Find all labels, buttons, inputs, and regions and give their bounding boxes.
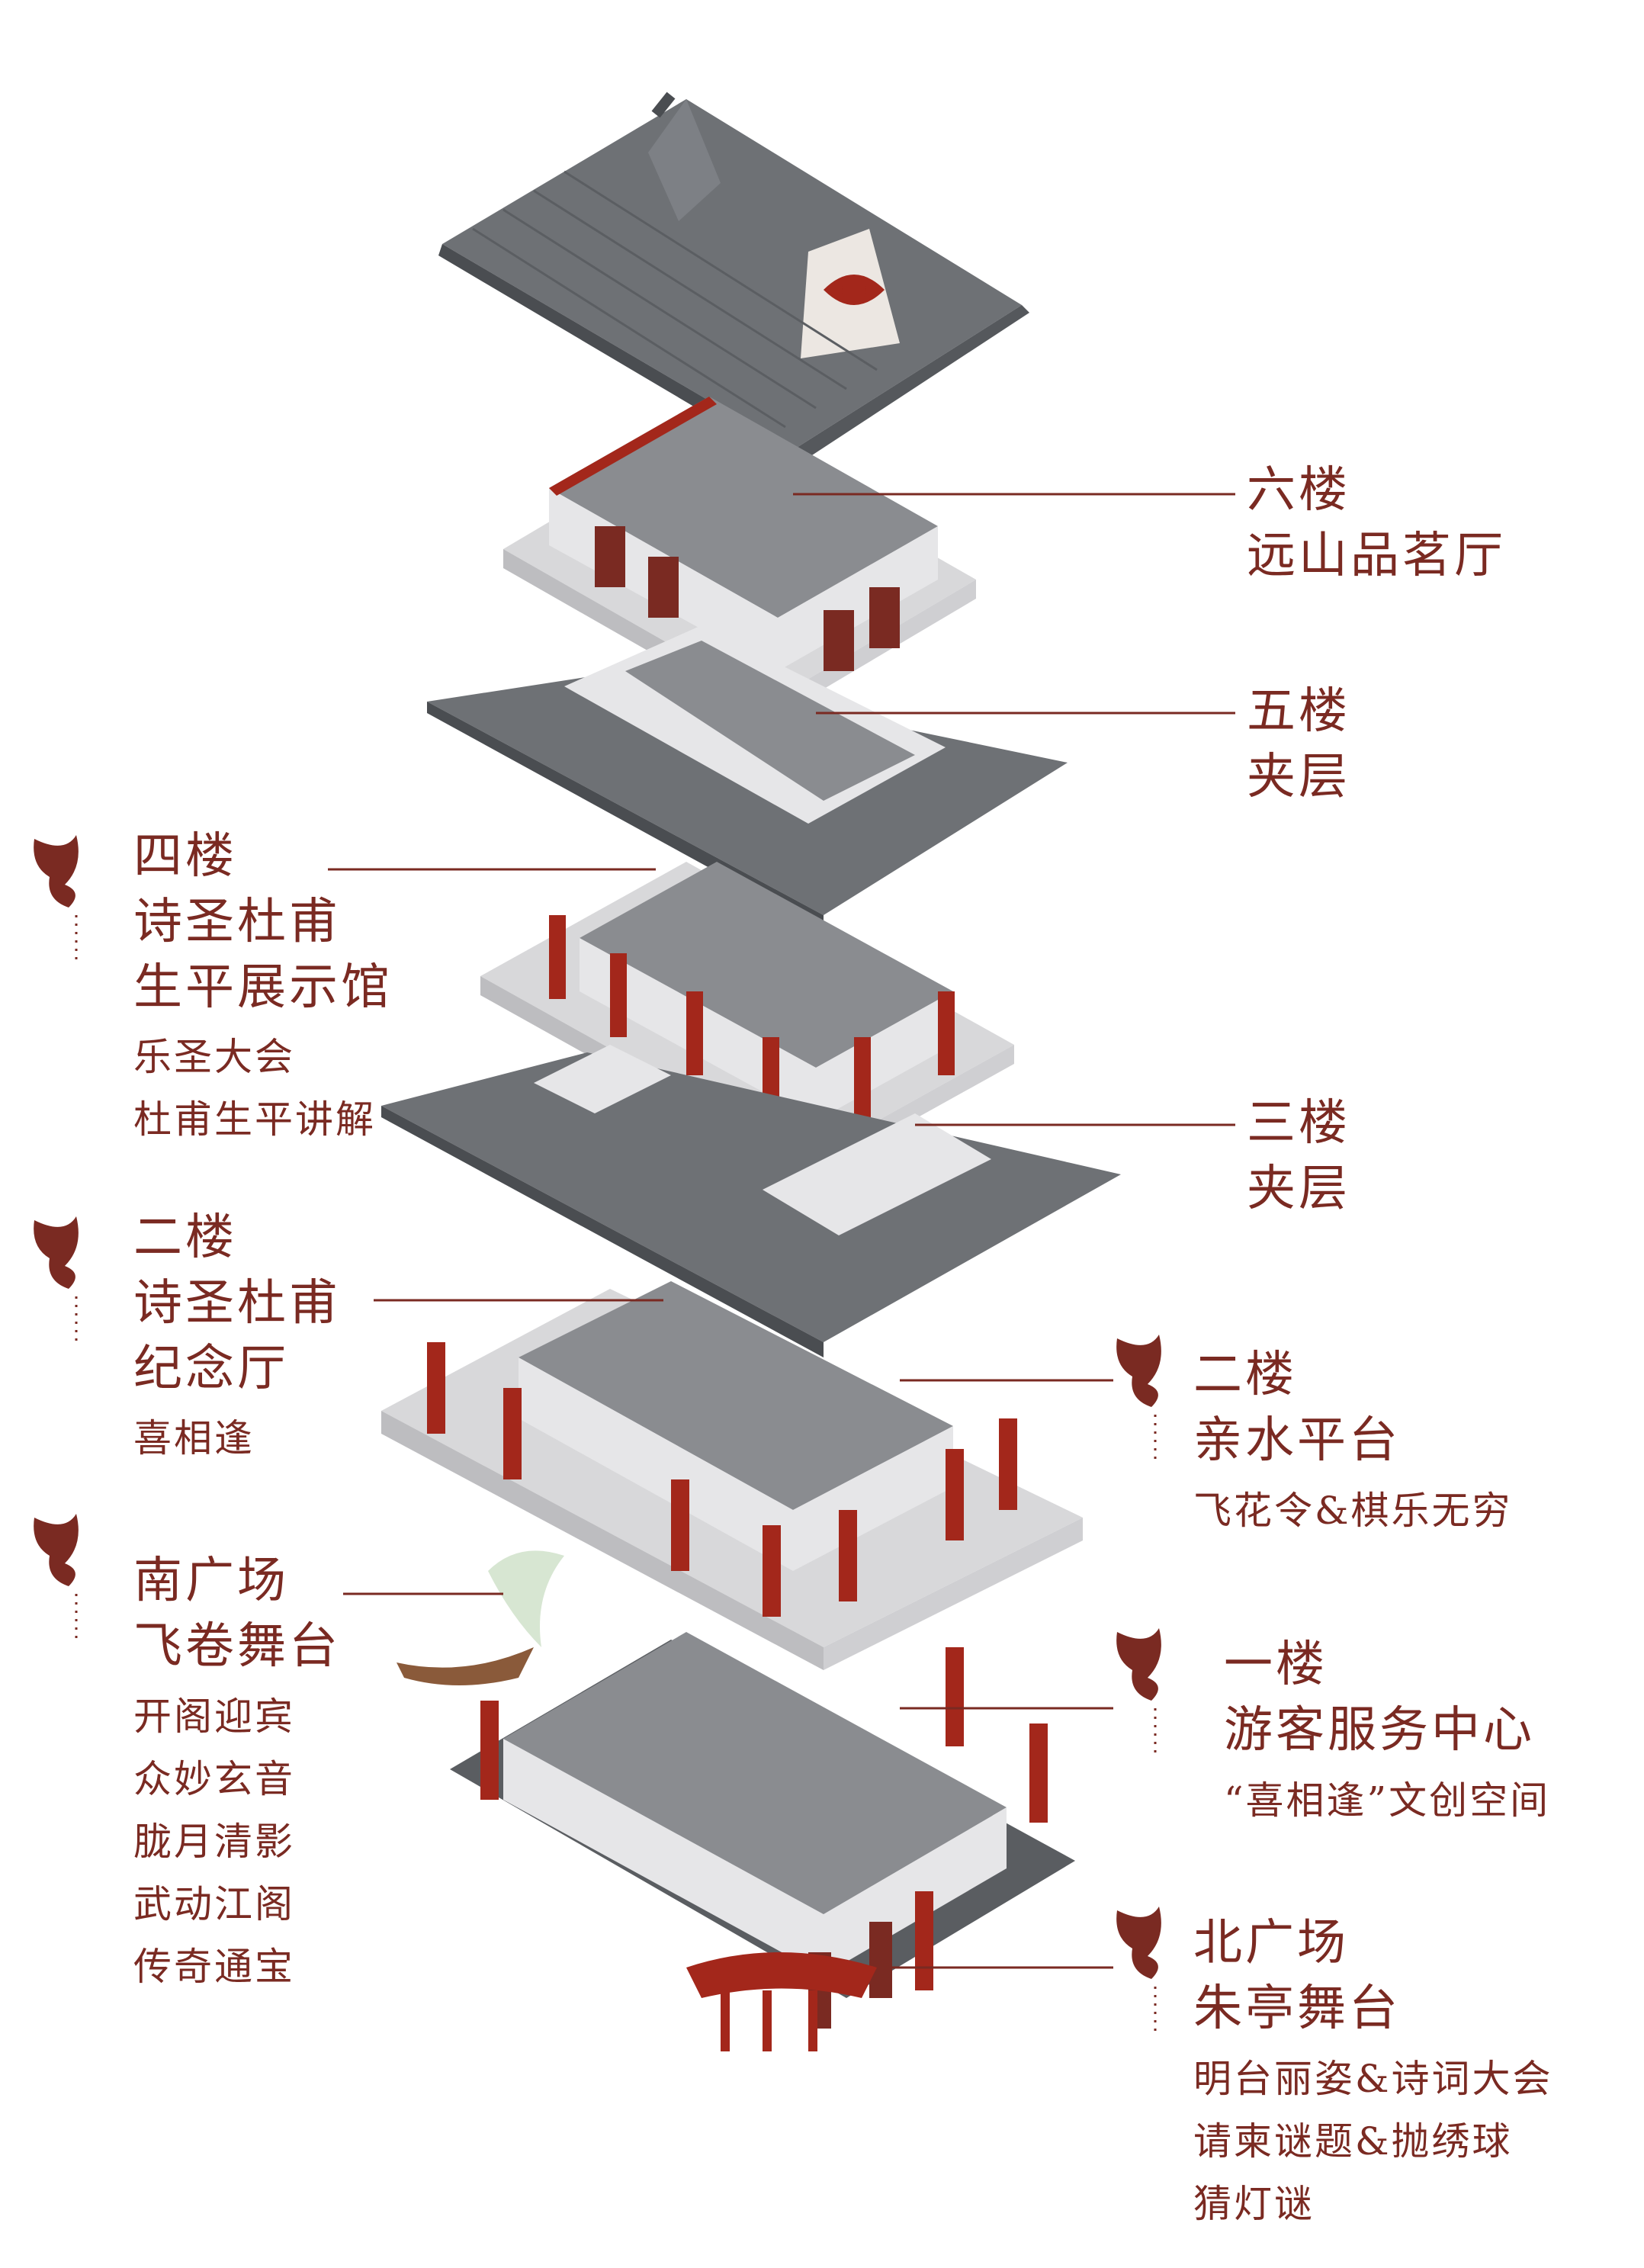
south-plaza-event-1: 开阁迎宾	[133, 1695, 295, 1739]
floor6-title: 六楼	[1247, 462, 1350, 519]
floor2-platform-event-1: 飞花令&棋乐无穷	[1193, 1489, 1513, 1533]
south-plaza-name: 飞卷舞台	[133, 1618, 341, 1675]
ribbon-icon-floor4	[34, 835, 79, 908]
ribbon-icon-platform	[1116, 1335, 1161, 1407]
floor2-hall-name-line2: 纪念厅	[133, 1341, 289, 1397]
floor6-name: 远山品茗厅	[1247, 528, 1506, 584]
flying-scroll-stage	[397, 1550, 564, 1685]
floor1-name: 游客服务中心	[1224, 1702, 1535, 1759]
floor5-name: 夹层	[1247, 749, 1350, 805]
floor1-title: 一楼	[1224, 1637, 1328, 1693]
ribbon-icon-floor1	[1116, 1628, 1161, 1701]
floor4-event-1: 乐圣大会	[133, 1035, 295, 1079]
floor4-name-line1: 诗圣杜甫	[133, 894, 341, 950]
floor4-event-2: 杜甫生平讲解	[133, 1097, 376, 1142]
floor5-title: 五楼	[1247, 683, 1350, 740]
south-plaza-event-5: 传奇通宝	[133, 1945, 295, 1989]
floor4-title: 四楼	[133, 828, 237, 885]
ribbon-icon-floor2	[34, 1216, 79, 1289]
floor2-platform-title: 二楼	[1193, 1347, 1297, 1403]
south-plaza-event-3: 胧月清影	[133, 1820, 295, 1864]
north-plaza-name: 朱亭舞台	[1193, 1980, 1401, 2037]
ribbon-icon-north	[1116, 1907, 1161, 1979]
floor3-eave	[381, 1045, 1121, 1357]
top-roof	[438, 92, 1029, 465]
north-plaza-event-2: 请柬谜题&抛绣球	[1193, 2119, 1513, 2164]
floor3-title: 三楼	[1247, 1095, 1350, 1152]
floor4-name-line2: 生平展示馆	[133, 959, 393, 1016]
floor2-platform-name: 亲水平台	[1193, 1412, 1401, 1469]
floor1-block	[450, 1632, 1075, 2029]
south-plaza-event-4: 武动江阁	[133, 1882, 295, 1926]
north-plaza-event-1: 明台丽姿&诗词大会	[1193, 2057, 1553, 2101]
south-plaza-event-2: 众妙玄音	[133, 1757, 295, 1801]
north-plaza-title: 北广场	[1193, 1915, 1349, 1971]
floor2-hall-event-1: 喜相逢	[133, 1416, 255, 1460]
floor1-event-1: “喜相逢”文创空间	[1224, 1778, 1551, 1823]
ribbon-icon-south	[34, 1514, 79, 1586]
north-pavilion	[686, 1952, 877, 2051]
floor2-block	[381, 1281, 1083, 1670]
floor3-name: 夹层	[1247, 1161, 1350, 1217]
floor2-hall-name-line1: 诗圣杜甫	[133, 1275, 341, 1332]
south-plaza-title: 南广场	[133, 1553, 289, 1609]
north-plaza-event-3: 猜灯谜	[1193, 2182, 1315, 2226]
floor2-hall-title: 二楼	[133, 1209, 237, 1266]
